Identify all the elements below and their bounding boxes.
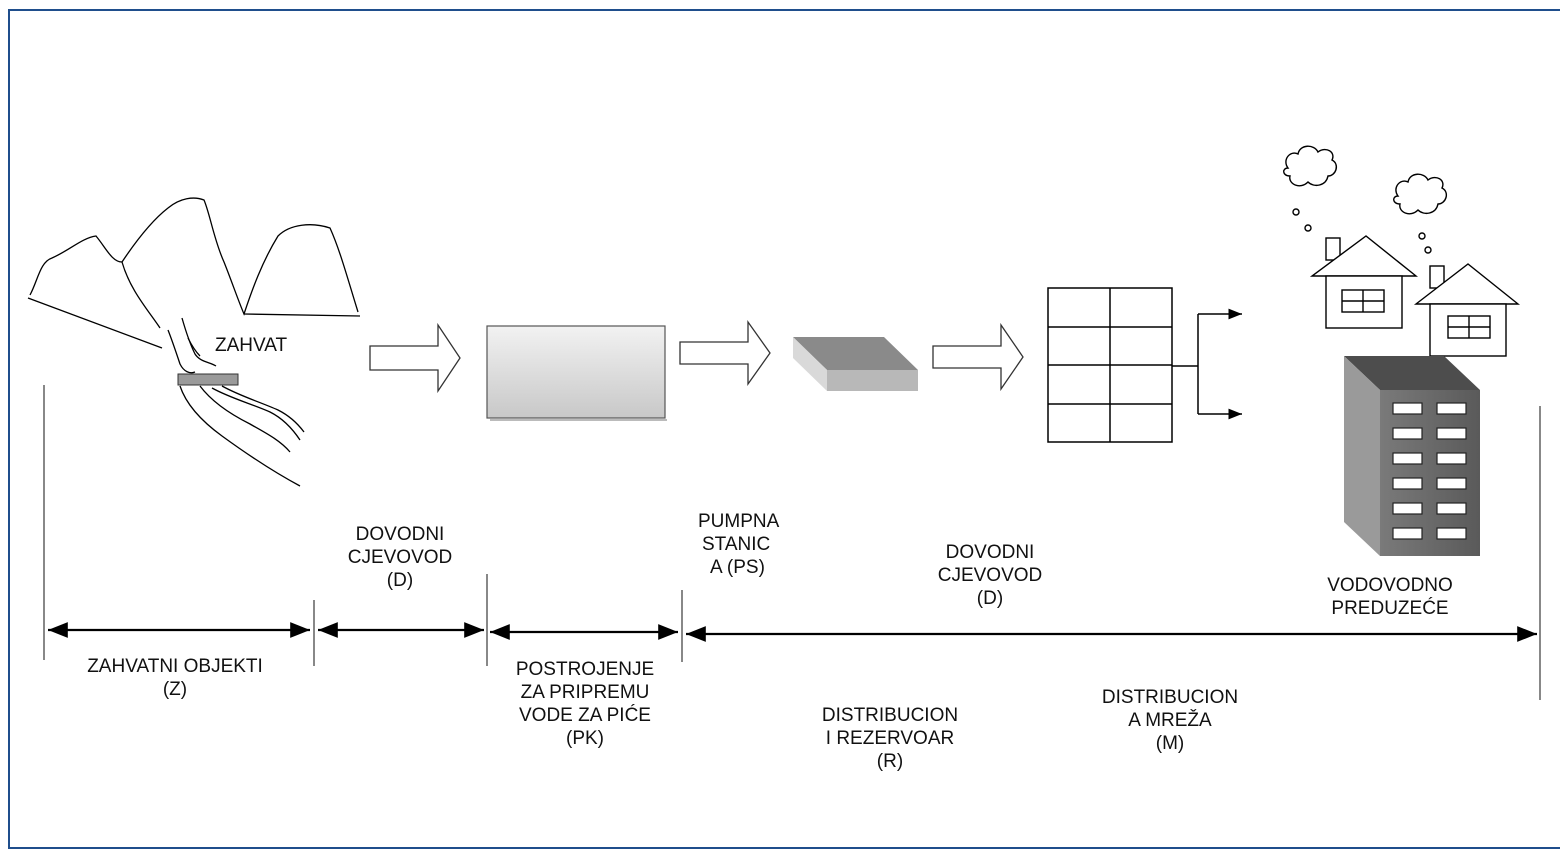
hollow-arrow-icon [932,322,1024,392]
apartment-building-icon [1344,356,1480,556]
hollow-arrow-icon [369,322,461,394]
hollow-arrow-icon [679,319,771,387]
label-zahvat: ZAHVAT [215,335,288,356]
treatment-plant-box [486,325,666,419]
label-pumpna-stanica: PUMPNA STANIC A (PS) [698,511,780,578]
section-boundaries [43,385,1541,700]
label-zahvatni-objekti: ZAHVATNI OBJEKTI(Z) [87,656,263,700]
reservoir-grid [1047,287,1242,443]
section-arrows [48,622,1537,642]
house-icon [1393,173,1520,357]
house-icon [1283,145,1418,329]
mountain-river-icon [27,197,361,487]
pump-station-block [793,337,918,391]
